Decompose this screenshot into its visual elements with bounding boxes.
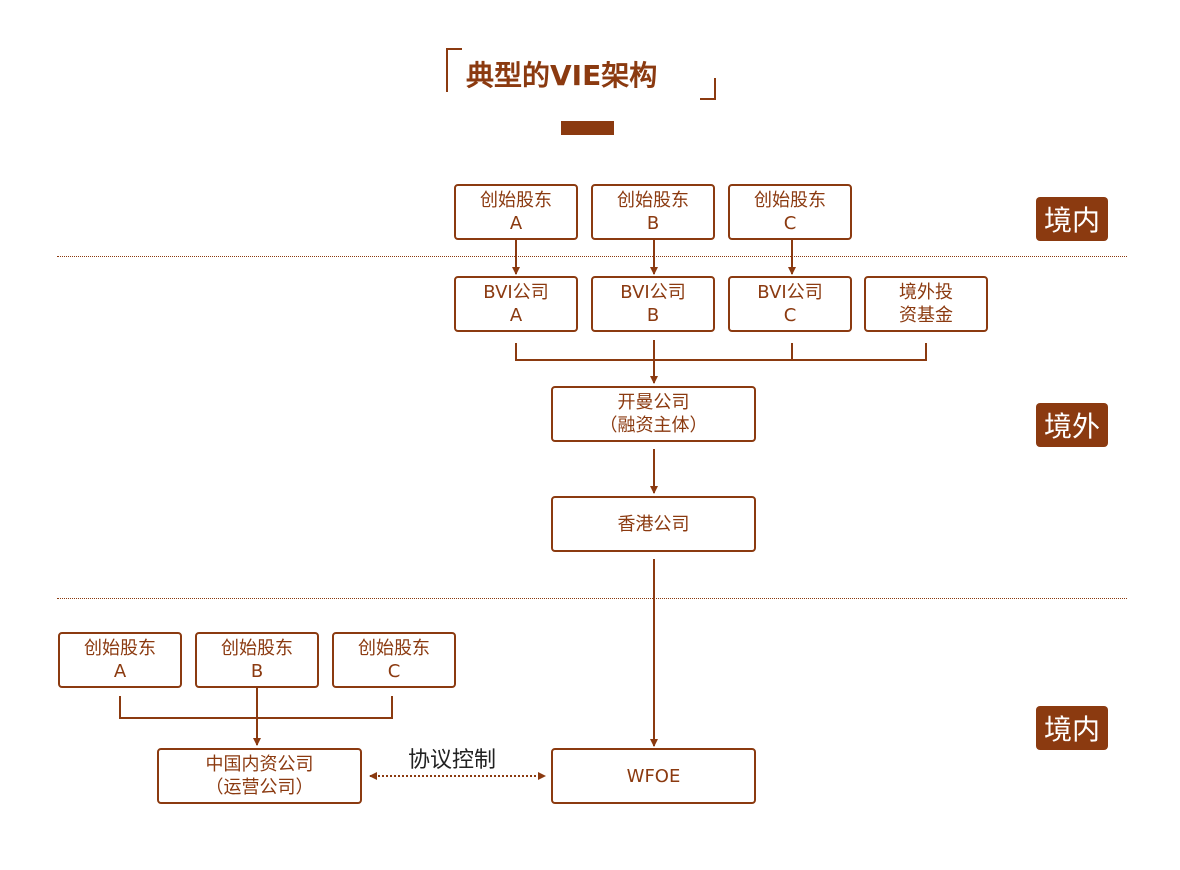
bvi-label: BVI公司 <box>620 282 686 303</box>
offshore-fund-box: 境外投 资基金 <box>864 276 988 332</box>
region-tag-offshore: 境外 <box>1036 403 1108 447</box>
title-block: 典型的VIE架构 <box>446 48 716 100</box>
region-tag-domestic-top: 境内 <box>1036 197 1108 241</box>
hongkong-label: 香港公司 <box>617 513 690 535</box>
cayman-company-box: 开曼公司 （融资主体） <box>551 386 756 442</box>
founder-label: 创始股东 <box>480 190 552 211</box>
founder-letter: B <box>250 661 264 682</box>
founder-box-c-top: 创始股东 C <box>728 184 852 240</box>
bracket-shareholders-to-cayman <box>515 343 927 361</box>
founder-label: 创始股东 <box>221 638 293 659</box>
title-bracket-right <box>700 78 716 100</box>
founder-letter: C <box>783 213 797 234</box>
founder-letter: A <box>509 213 523 234</box>
title-underline-bar <box>561 121 614 135</box>
cayman-label: 开曼公司 <box>617 392 690 413</box>
founder-box-a-bottom: 创始股东 A <box>58 632 182 688</box>
divider-domestic-offshore <box>57 256 1127 257</box>
bvi-box-b: BVI公司 B <box>591 276 715 332</box>
founder-box-b-top: 创始股东 B <box>591 184 715 240</box>
fund-label-line1: 境外投 <box>899 282 953 303</box>
founder-box-c-bottom: 创始股东 C <box>332 632 456 688</box>
bvi-label: BVI公司 <box>757 282 823 303</box>
bvi-box-c: BVI公司 C <box>728 276 852 332</box>
founder-letter: B <box>646 213 660 234</box>
agreement-control-label: 协议控制 <box>408 748 497 773</box>
bvi-box-a: BVI公司 A <box>454 276 578 332</box>
bvi-label: BVI公司 <box>483 282 549 303</box>
divider-offshore-domestic <box>57 598 1127 599</box>
founder-box-b-bottom: 创始股东 B <box>195 632 319 688</box>
founder-label: 创始股东 <box>358 638 430 659</box>
fund-label-line2: 资基金 <box>899 305 953 326</box>
founder-label: 创始股东 <box>84 638 156 659</box>
domestic-company-label: 中国内资公司 <box>205 754 314 775</box>
founder-box-a-top: 创始股东 A <box>454 184 578 240</box>
page-title: 典型的VIE架构 <box>466 59 658 92</box>
domestic-company-sublabel: （运营公司） <box>205 777 314 798</box>
bvi-letter: A <box>509 305 523 326</box>
founder-label: 创始股东 <box>754 190 826 211</box>
wfoe-box: WFOE <box>551 748 756 804</box>
wfoe-label: WFOE <box>626 765 681 787</box>
bvi-letter: B <box>646 305 660 326</box>
bvi-letter: C <box>783 305 797 326</box>
founder-letter: A <box>113 661 127 682</box>
hongkong-company-box: 香港公司 <box>551 496 756 552</box>
cayman-sublabel: （融资主体） <box>599 415 708 436</box>
founder-label: 创始股东 <box>617 190 689 211</box>
region-tag-domestic-bottom: 境内 <box>1036 706 1108 750</box>
domestic-company-box: 中国内资公司 （运营公司） <box>157 748 362 804</box>
title-bracket-left <box>446 48 462 92</box>
founder-letter: C <box>387 661 401 682</box>
